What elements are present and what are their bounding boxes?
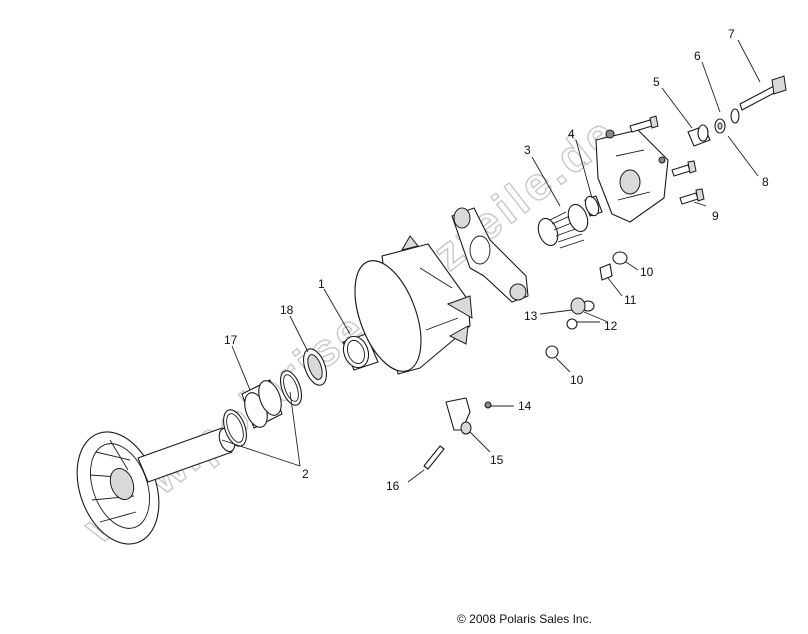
callout-15: 15 xyxy=(490,453,504,467)
roller-arm-parts xyxy=(423,397,492,470)
callout-6: 6 xyxy=(694,49,701,63)
callout-13: 13 xyxy=(524,309,538,323)
small-hardware-parts xyxy=(545,251,628,359)
callout-labels: 1 2 3 4 5 6 7 8 9 10 10 11 12 13 14 15 1… xyxy=(224,27,769,493)
copyright-notice: © 2008 Polaris Sales Inc. xyxy=(457,612,592,626)
callout-16: 16 xyxy=(386,479,400,493)
callout-11: 11 xyxy=(624,293,637,307)
bushing-4-part xyxy=(584,195,603,217)
callout-17: 17 xyxy=(224,333,238,347)
callout-7: 7 xyxy=(728,27,735,41)
spring-part xyxy=(537,203,589,249)
spider-part xyxy=(451,207,529,303)
callout-10b: 10 xyxy=(570,373,584,387)
callout-14: 14 xyxy=(518,399,532,413)
callout-9: 9 xyxy=(712,209,719,223)
cover-plate-part xyxy=(595,129,669,223)
callout-18: 18 xyxy=(280,303,294,317)
callout-3: 3 xyxy=(524,143,531,157)
moveable-sheave-part xyxy=(354,235,473,375)
leader-lines xyxy=(221,39,761,483)
callout-1: 1 xyxy=(318,277,325,291)
upper-hardware-parts xyxy=(687,75,787,147)
fixed-sheave-assembly xyxy=(76,427,236,545)
callout-8: 8 xyxy=(762,175,769,189)
callout-12: 12 xyxy=(604,319,618,333)
spacer-sleeve-part xyxy=(241,379,283,429)
bolt-parts xyxy=(629,115,705,205)
washer-18-part xyxy=(303,348,327,386)
callout-4: 4 xyxy=(568,127,575,141)
callout-10a: 10 xyxy=(640,265,654,279)
callout-5: 5 xyxy=(653,75,660,89)
o-ring-parts xyxy=(223,370,303,447)
callout-2: 2 xyxy=(302,467,309,481)
